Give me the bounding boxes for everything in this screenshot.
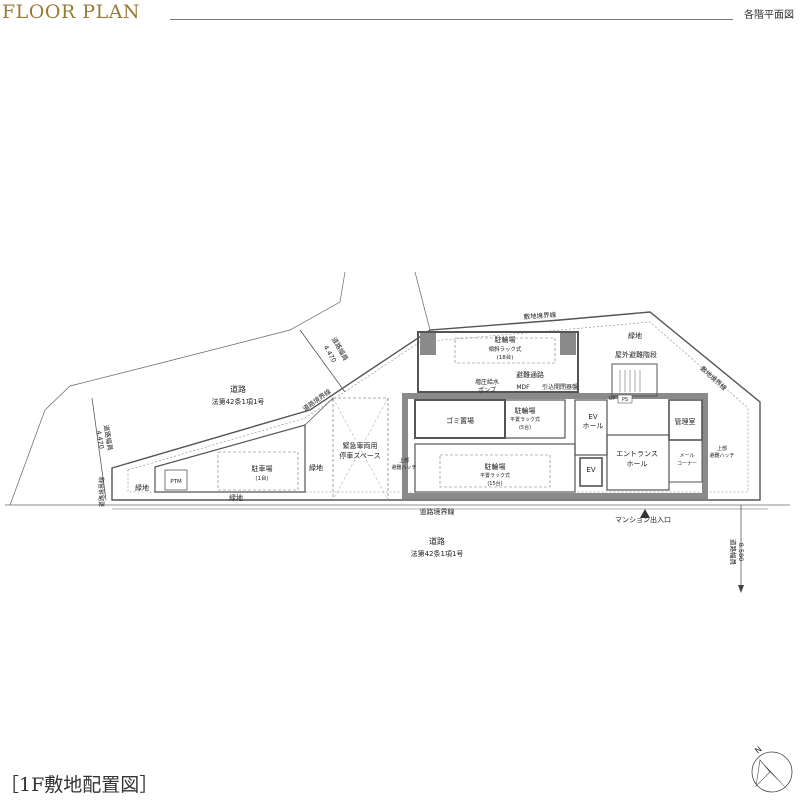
greenery-boundary xyxy=(127,321,749,493)
booster-label-2: ポンプ xyxy=(478,386,496,394)
site-boundary-top-label: 敷地境界線 xyxy=(523,310,557,321)
road-edge-right xyxy=(414,271,431,331)
greenery-left-label: 緑地 xyxy=(135,483,149,492)
bike-low-type: 平置ラック式 xyxy=(480,472,510,479)
site-boundary-right-label: 敷地境界線 xyxy=(699,364,730,393)
compass-north-label: N xyxy=(753,745,763,756)
parking-area xyxy=(154,424,306,493)
booster-label-1: 増圧給水 xyxy=(475,378,499,386)
bike-top-label: 駐輪場 xyxy=(495,335,516,344)
section-label: 各階平面図 xyxy=(744,10,794,21)
ps-label: PS xyxy=(622,397,628,403)
greenery-top-label: 緑地 xyxy=(628,331,642,340)
emergency-cross-2 xyxy=(332,397,389,501)
bike-top-count: (18台) xyxy=(497,353,514,361)
ev-hall xyxy=(574,399,608,456)
hatch-left-label-2: 避難ハッチ xyxy=(391,464,416,471)
bike-low-label: 駐輪場 xyxy=(485,462,506,471)
entrance-triangle-icon xyxy=(640,509,650,518)
bike-low-count: (15台) xyxy=(487,480,502,487)
column-1 xyxy=(420,333,436,355)
mail-corner xyxy=(668,439,703,483)
ps-box xyxy=(617,394,633,404)
mdf-label: MDF xyxy=(516,384,530,391)
road-boundary-left-label: 道路境界線 xyxy=(98,477,106,507)
header-rule xyxy=(170,19,733,20)
lead-in-label: 引込開閉器盤 xyxy=(542,383,578,391)
emergency-label-2: 停車スペース xyxy=(339,451,380,460)
compass-ring xyxy=(751,751,793,793)
garbage-label: ゴミ置場 xyxy=(446,416,474,425)
bike-mid-type: 平置ラック式 xyxy=(510,416,540,423)
parking-space xyxy=(217,451,299,491)
road-boundary-diag-label: 道路境界線 xyxy=(301,387,333,413)
road-edge-left xyxy=(44,271,346,411)
bike-mid-room xyxy=(504,399,566,439)
building-walls xyxy=(402,393,708,499)
entrance-mark-label: マンション出入口 xyxy=(615,515,671,524)
greenery-bottom-label: 緑地 xyxy=(229,493,243,502)
compass-needle-icon xyxy=(760,760,790,792)
road-width-dimension-top xyxy=(299,329,346,393)
site-boundary xyxy=(111,311,761,501)
road-boundary-bottom-label: 道路境界線 xyxy=(420,507,455,516)
outdoor-stairs xyxy=(611,363,658,397)
evac-route-label: 避難通路 xyxy=(516,370,544,379)
bike-rack-low xyxy=(439,454,551,488)
outdoor-stairs-label: 屋外避難階段 xyxy=(615,350,657,359)
plan-caption: ［1F敷地配置図］ xyxy=(0,774,159,796)
road-law-top: 法第42条1項1号 xyxy=(212,397,265,406)
mail-label-1: メール xyxy=(679,453,694,459)
ptm-box xyxy=(164,469,188,491)
entrance-hall-label-1: エントランス xyxy=(616,450,658,458)
road-label-bottom: 道路 xyxy=(429,536,445,546)
bike-mid-count: (5台) xyxy=(519,424,531,431)
ev-label: EV xyxy=(586,466,595,474)
road-width-left-value: 4.470 xyxy=(94,430,105,450)
column-2 xyxy=(560,333,576,355)
page-title: FLOOR PLAN xyxy=(2,1,141,23)
hatch-right-label-2: 避難ハッチ xyxy=(709,452,734,459)
road-edge-left-lower xyxy=(9,409,46,506)
emergency-edge xyxy=(304,397,334,426)
bike-rack-top xyxy=(454,337,556,364)
road-width-dimension-left xyxy=(91,397,107,501)
ptm-label: PTM xyxy=(170,479,182,485)
road-law-bottom: 法第42条1項1号 xyxy=(411,549,464,558)
arrow-down-icon xyxy=(738,585,744,593)
up-label: UP xyxy=(609,396,616,402)
road-label-top: 道路 xyxy=(230,384,246,394)
bike-mid-label: 駐輪場 xyxy=(515,406,536,415)
bike-top-type: 傾斜ラック式 xyxy=(488,345,522,353)
road-width-right-value: 8.580 xyxy=(737,543,745,562)
entrance-hall-label-2: ホール xyxy=(627,460,648,468)
office-label: 管理室 xyxy=(675,417,696,426)
bike-low-room xyxy=(414,443,576,493)
road-width-right-label: 道路幅員 xyxy=(729,539,738,566)
parking-count: (1台) xyxy=(255,474,268,482)
ev-hall-label-1: EV xyxy=(588,413,597,421)
mail-label-2: コーナー xyxy=(677,461,697,467)
hatch-left-label-1: 上部 xyxy=(399,457,409,464)
elevator-shaft xyxy=(579,457,603,487)
greenery-mid-label: 緑地 xyxy=(309,463,323,472)
parking-label: 駐車場 xyxy=(252,464,273,473)
bike-top-room xyxy=(417,331,579,393)
compass-needle-tail-icon xyxy=(755,759,771,787)
ev-hall-label-2: ホール xyxy=(583,422,604,430)
emergency-label-1: 緊急車両用 xyxy=(343,441,378,450)
hatch-right-label-1: 上部 xyxy=(717,445,727,452)
